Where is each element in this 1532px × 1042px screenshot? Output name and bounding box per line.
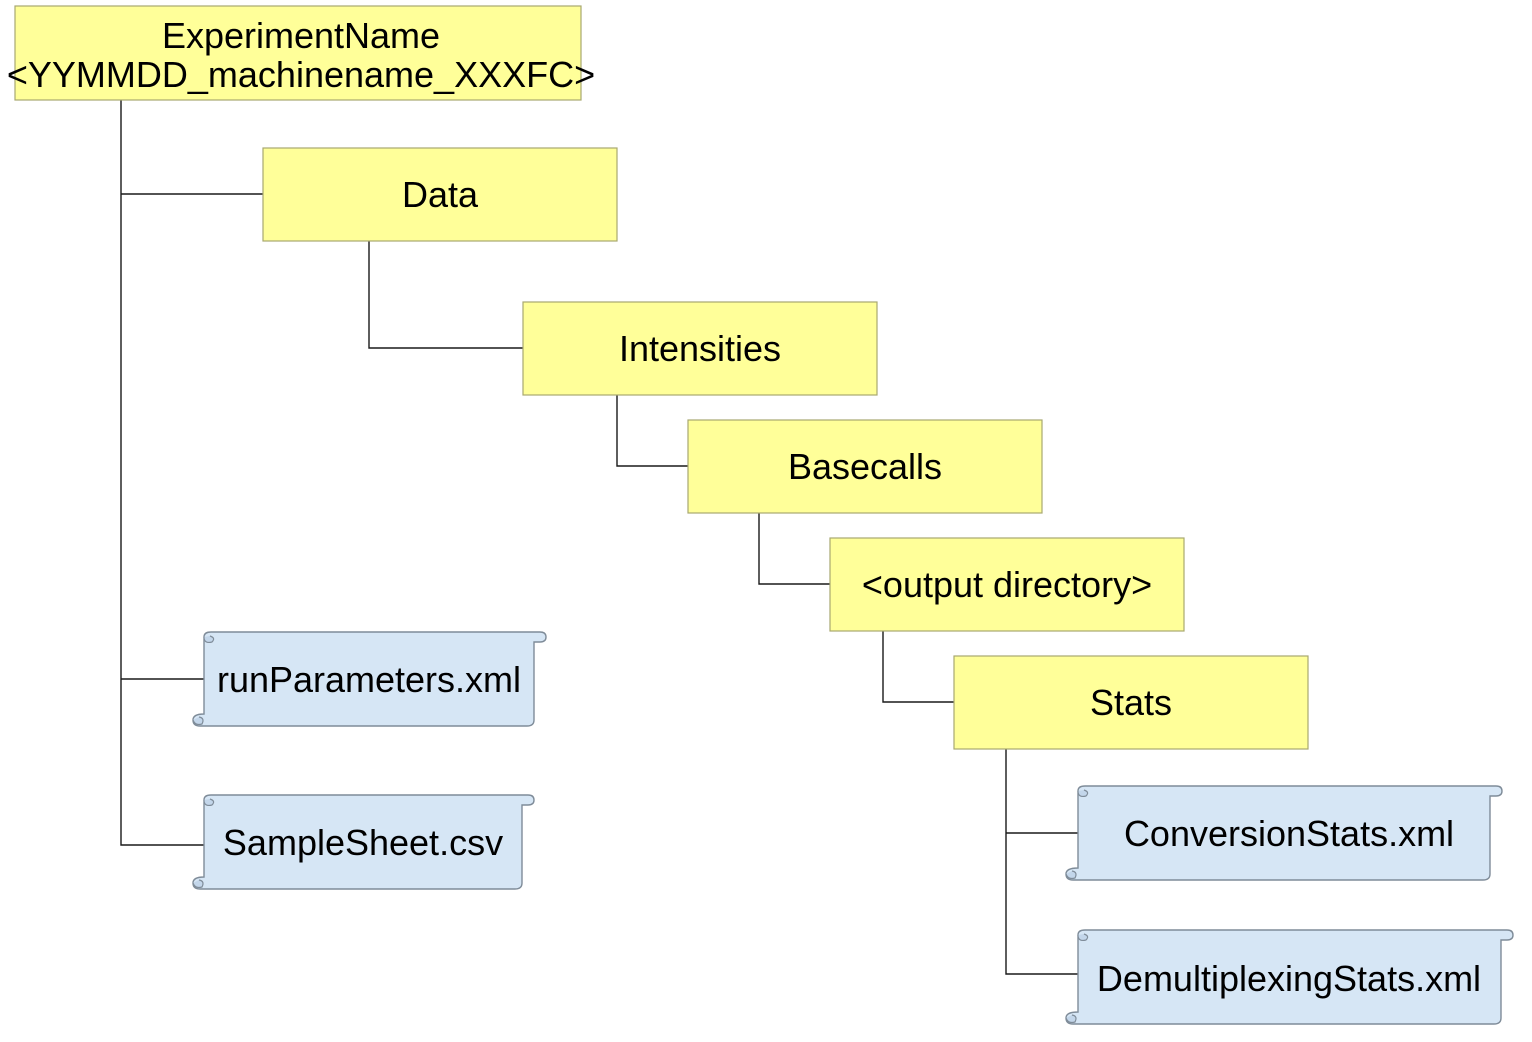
folder-box-stats: [953, 655, 1309, 750]
file-scroll-conversion-stats: [1065, 785, 1503, 881]
connector-intensities-basecalls: [616, 395, 688, 467]
file-node-run-parameters[interactable]: runParameters.xml: [192, 631, 547, 727]
tree-connectors: [120, 100, 1078, 975]
folder-label-data: Data: [402, 174, 479, 215]
file-scroll-curl-bottom-conversion-stats: [1065, 870, 1077, 880]
file-scroll-sample-sheet: [192, 794, 535, 890]
file-scroll-curl-top-demultiplexing-stats: [1077, 933, 1089, 942]
file-node-sample-sheet[interactable]: SampleSheet.csv: [192, 794, 535, 890]
connector-data-intensities: [368, 241, 523, 349]
connector-stats-trunk: [1005, 749, 1078, 975]
root-folder-title: ExperimentName: [162, 15, 440, 56]
root-folder-node[interactable]: ExperimentName <YYMMDD_machinename_XXXFC…: [7, 5, 595, 101]
file-label-sample-sheet: SampleSheet.csv: [223, 822, 503, 863]
folder-label-basecalls: Basecalls: [788, 446, 942, 487]
folder-node-data[interactable]: Data: [262, 147, 618, 242]
file-label-run-parameters: runParameters.xml: [217, 659, 521, 700]
file-scroll-curl-bottom-run-parameters: [192, 716, 204, 726]
folder-node-stats[interactable]: Stats: [953, 655, 1309, 750]
file-node-demultiplexing-stats[interactable]: DemultiplexingStats.xml: [1065, 929, 1514, 1025]
file-scroll-demultiplexing-stats: [1065, 929, 1514, 1025]
folder-node-intensities[interactable]: Intensities: [522, 301, 878, 396]
file-scroll-curl-top-run-parameters: [203, 635, 215, 644]
root-folder-subtitle: <YYMMDD_machinename_XXXFC>: [7, 54, 595, 95]
folder-box-data: [262, 147, 618, 242]
file-node-conversion-stats[interactable]: ConversionStats.xml: [1065, 785, 1503, 881]
root-folder-box: [14, 5, 582, 101]
folder-box-output-directory: [829, 537, 1185, 632]
connector-root-trunk: [120, 100, 204, 846]
folder-box-basecalls: [687, 419, 1043, 514]
folder-node-output-directory[interactable]: <output directory>: [829, 537, 1185, 632]
folder-label-stats: Stats: [1090, 682, 1172, 723]
file-scroll-curl-top-conversion-stats: [1077, 789, 1089, 798]
file-scroll-curl-bottom-sample-sheet: [192, 879, 204, 889]
folder-box-intensities: [522, 301, 878, 396]
file-scroll-curl-top-sample-sheet: [203, 798, 215, 807]
connector-basecalls-output: [758, 513, 830, 585]
folder-node-basecalls[interactable]: Basecalls: [687, 419, 1043, 514]
file-label-conversion-stats: ConversionStats.xml: [1124, 813, 1454, 854]
folder-label-output-directory: <output directory>: [862, 564, 1152, 605]
file-scroll-curl-bottom-demultiplexing-stats: [1065, 1014, 1077, 1024]
file-scroll-run-parameters: [192, 631, 547, 727]
file-label-demultiplexing-stats: DemultiplexingStats.xml: [1097, 958, 1481, 999]
connector-output-stats: [882, 631, 954, 703]
folder-label-intensities: Intensities: [619, 328, 781, 369]
